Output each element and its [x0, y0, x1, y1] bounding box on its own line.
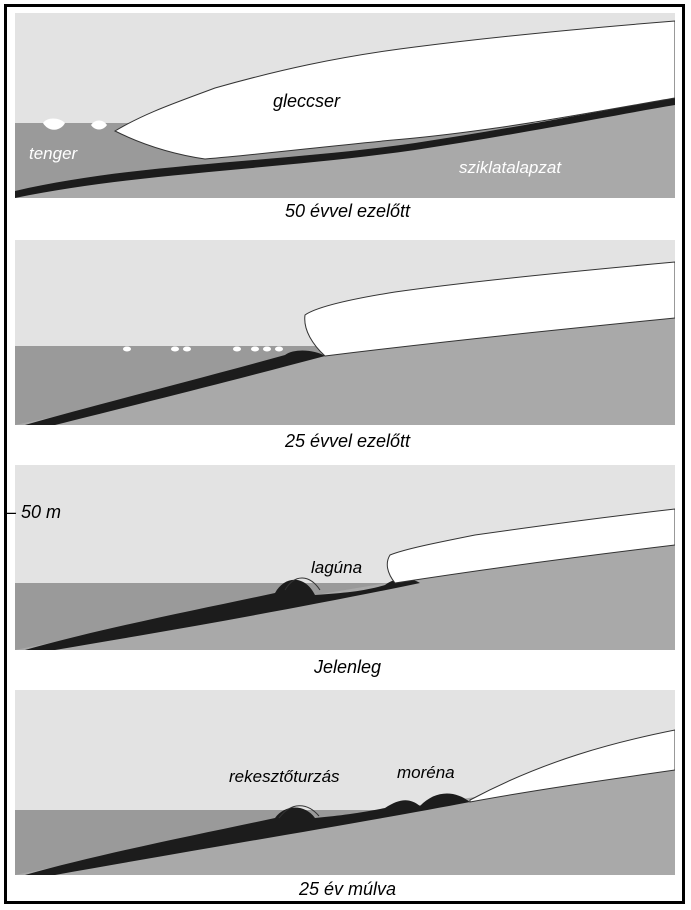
iceberg	[171, 347, 179, 352]
caption-panel-4: 25 év múlva	[7, 879, 685, 900]
panel-1-illustration: gleccser tenger sziklatalapzat	[15, 13, 675, 198]
panel-3-illustration: lagúna	[15, 465, 675, 650]
iceberg	[275, 347, 283, 352]
iceberg	[233, 347, 241, 352]
label-bedrock: sziklatalapzat	[459, 158, 562, 177]
panel-50-years-ago: gleccser tenger sziklatalapzat	[15, 13, 675, 198]
label-barrier: rekesztőturzás	[229, 767, 340, 786]
panel-2-illustration	[15, 240, 675, 425]
iceberg	[123, 347, 131, 352]
panel-25-years-later: rekesztőturzás moréna	[15, 690, 675, 875]
label-moraine: moréna	[397, 763, 455, 782]
label-lagoon: lagúna	[311, 558, 362, 577]
figure-frame: gleccser tenger sziklatalapzat 50 évvel …	[4, 4, 685, 904]
panel-present: lagúna	[15, 465, 675, 650]
iceberg	[263, 347, 271, 352]
panel-25-years-ago	[15, 240, 675, 425]
caption-panel-2: 25 évvel ezelőtt	[7, 431, 685, 452]
iceberg	[251, 347, 259, 352]
scale-label-text: 50 m	[21, 502, 61, 522]
label-sea: tenger	[29, 144, 79, 163]
iceberg	[183, 347, 191, 352]
label-glacier: gleccser	[273, 91, 341, 111]
scale-label: – 50 m	[6, 502, 61, 523]
panel-4-illustration: rekesztőturzás moréna	[15, 690, 675, 875]
caption-panel-3: Jelenleg	[7, 657, 685, 678]
caption-panel-1: 50 évvel ezelőtt	[7, 201, 685, 222]
